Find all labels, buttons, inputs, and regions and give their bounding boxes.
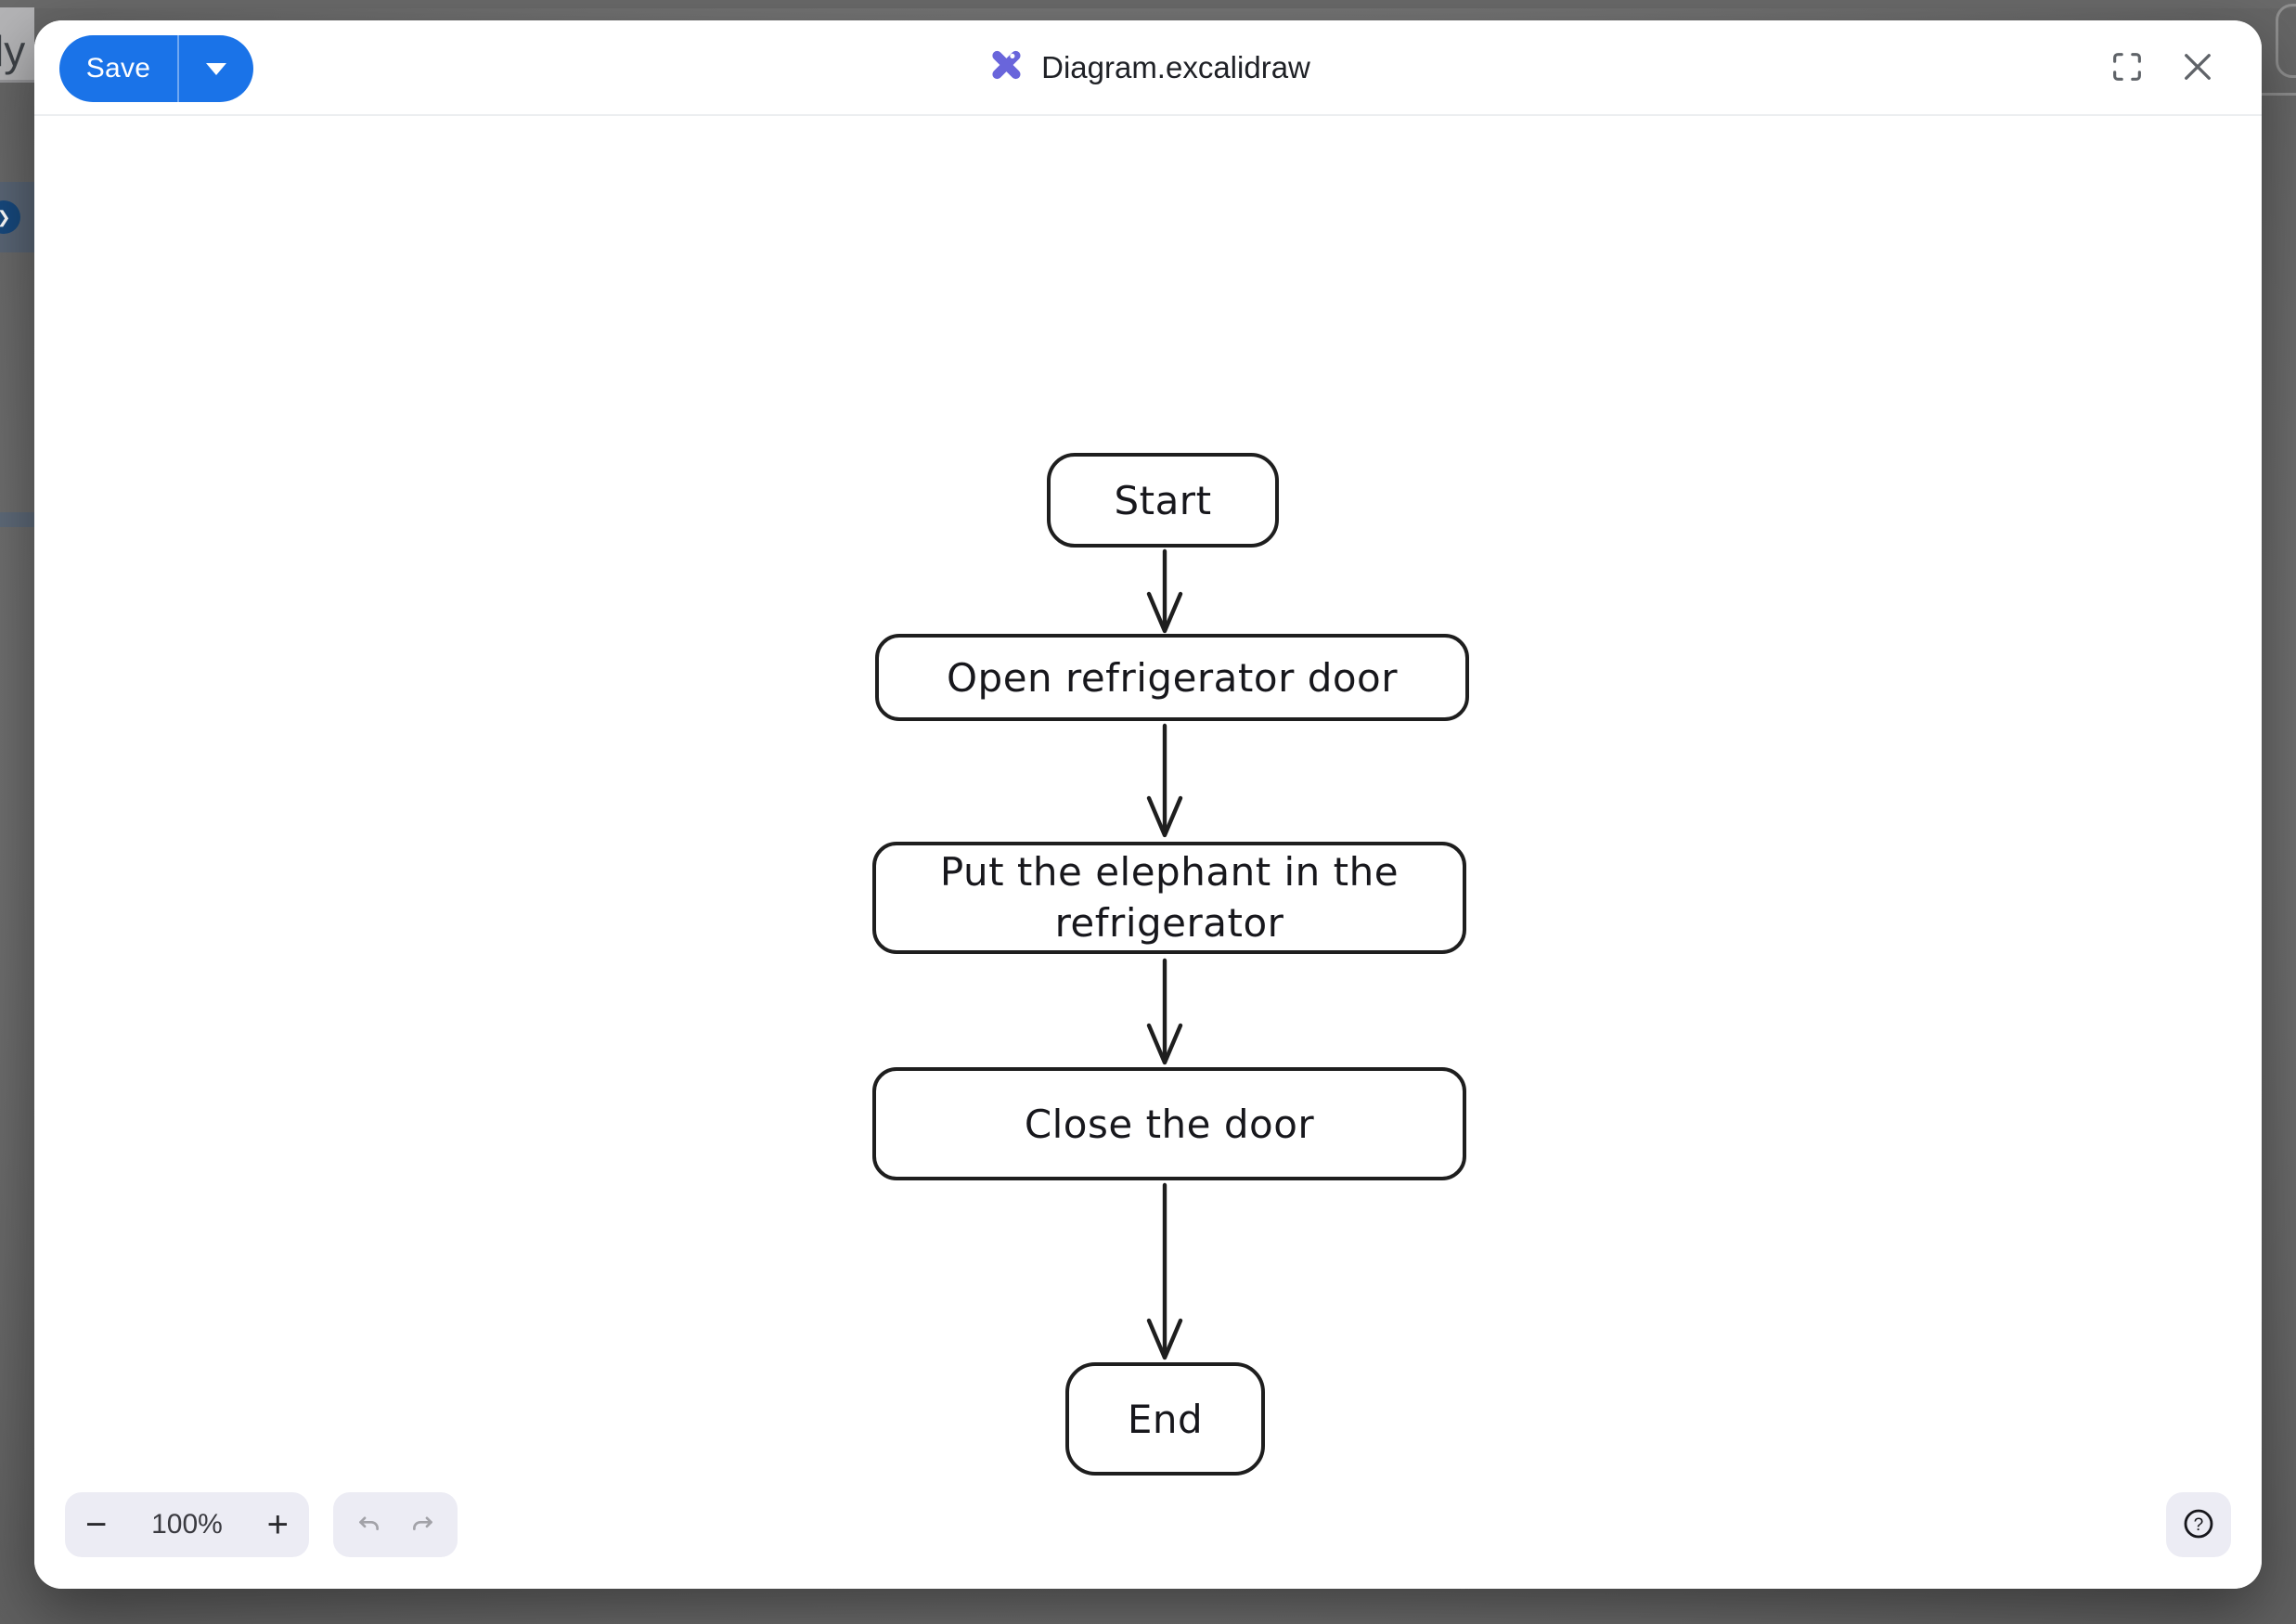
- help-button[interactable]: ?: [2166, 1492, 2231, 1557]
- file-title-group: Diagram.excalidraw: [986, 45, 1310, 90]
- background-divider: [0, 80, 34, 83]
- flowchart-arrow[interactable]: [1137, 958, 1193, 1066]
- background-file-icon: ❯: [0, 200, 20, 234]
- drawing-canvas[interactable]: Start Open refrigerator door Put the ele…: [34, 118, 2262, 1589]
- redo-icon: [407, 1508, 439, 1542]
- svg-text:?: ?: [2194, 1515, 2204, 1535]
- fullscreen-icon: [2109, 48, 2146, 88]
- save-split-button: Save: [59, 35, 253, 102]
- excalidraw-preview-modal: Diagram.excalidraw Save: [34, 20, 2262, 1589]
- background-clipped-text: ly F: [0, 7, 34, 81]
- caret-down-icon: [206, 62, 226, 75]
- zoom-in-button[interactable]: +: [266, 1504, 289, 1545]
- save-button-divider: [177, 35, 179, 102]
- background-row: [0, 512, 34, 527]
- modal-header: Diagram.excalidraw: [34, 20, 2262, 116]
- undo-icon: [353, 1508, 384, 1542]
- background-panel-outline: [2276, 4, 2296, 78]
- flowchart-node-start[interactable]: Start: [1047, 453, 1279, 548]
- save-dropdown-button[interactable]: [179, 35, 253, 102]
- background-top-strip: [0, 0, 2296, 8]
- zoom-control: − 100% +: [65, 1492, 309, 1557]
- save-button[interactable]: Save: [85, 53, 151, 84]
- fullscreen-button[interactable]: [2100, 41, 2154, 95]
- flowchart-arrow[interactable]: [1137, 723, 1193, 839]
- zoom-out-button[interactable]: −: [85, 1504, 108, 1545]
- excalidraw-logo-icon: [986, 45, 1026, 90]
- undo-button[interactable]: [353, 1508, 384, 1542]
- flowchart-node-end[interactable]: End: [1065, 1362, 1265, 1476]
- file-title: Diagram.excalidraw: [1041, 49, 1310, 84]
- flowchart-arrow[interactable]: [1137, 1182, 1193, 1361]
- close-button[interactable]: [2171, 41, 2225, 95]
- window-controls: [2100, 41, 2225, 95]
- question-mark-icon: ?: [2180, 1505, 2217, 1545]
- flowchart-arrow[interactable]: [1137, 548, 1193, 635]
- background-panel-rule: [2262, 93, 2296, 96]
- background-clipped-text-label: ly F: [0, 27, 34, 75]
- history-control: [333, 1492, 458, 1557]
- flowchart-node-close[interactable]: Close the door: [872, 1067, 1466, 1180]
- flowchart-node-put[interactable]: Put the elephant in the refrigerator: [872, 842, 1466, 954]
- redo-button[interactable]: [407, 1508, 439, 1542]
- zoom-value[interactable]: 100%: [151, 1509, 223, 1540]
- flowchart-node-open[interactable]: Open refrigerator door: [875, 634, 1469, 721]
- close-icon: [2178, 47, 2217, 89]
